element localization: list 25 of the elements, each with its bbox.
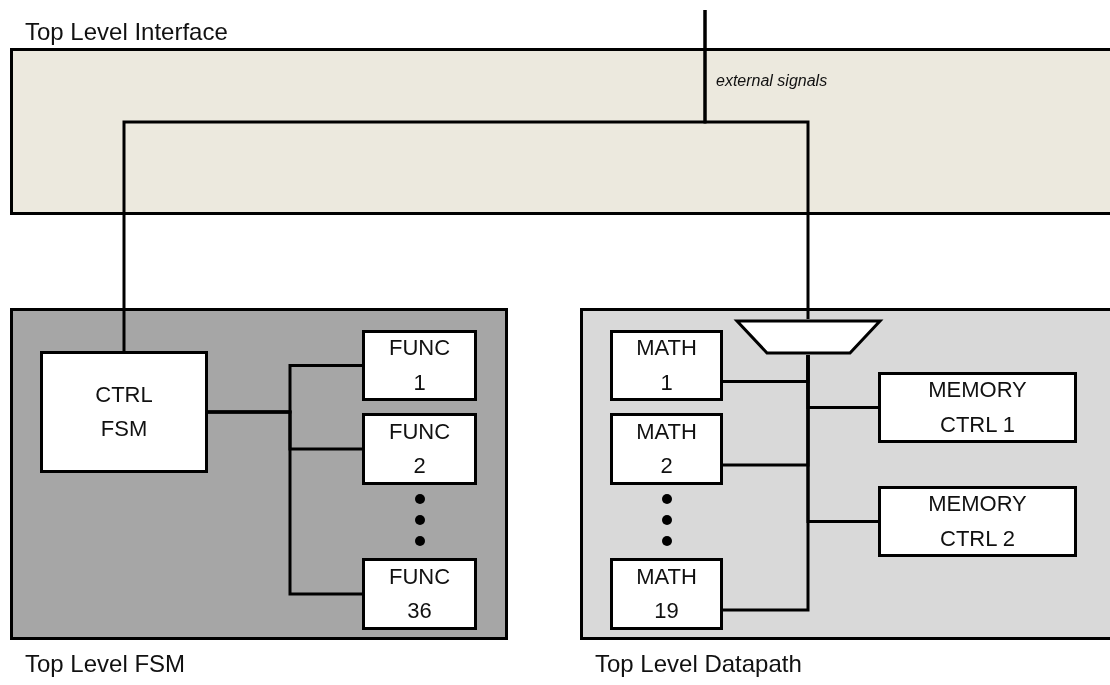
signal-line — [703, 10, 810, 319]
group-heading: Top Level Interface — [25, 20, 228, 44]
module-box — [362, 413, 477, 485]
module-box — [362, 330, 477, 401]
module-label: MEMORY CTRL 1 — [927, 376, 1028, 439]
group-heading: Top Level Datapath — [595, 652, 802, 676]
group-heading: Top Level FSM — [25, 652, 186, 676]
module-box — [878, 372, 1077, 443]
module-label: CTRL FSM — [94, 380, 154, 443]
module-label: MATH 19 — [635, 562, 698, 625]
module-box — [610, 558, 723, 630]
module-label: MEMORY CTRL 2 — [927, 490, 1028, 553]
module-box — [610, 330, 723, 401]
module-label: FUNC 36 — [388, 562, 451, 625]
signal-line — [208, 410, 362, 596]
module-label: FUNC 2 — [388, 417, 451, 480]
module-label: FUNC 1 — [388, 334, 451, 397]
module-box — [362, 558, 477, 630]
module-label: MATH 1 — [635, 334, 698, 397]
signal-label: external signals — [716, 72, 828, 90]
module-box — [610, 413, 723, 485]
module-box — [878, 486, 1077, 557]
module-label: MATH 2 — [635, 417, 698, 480]
module-box — [40, 351, 208, 473]
signal-line — [806, 355, 878, 523]
